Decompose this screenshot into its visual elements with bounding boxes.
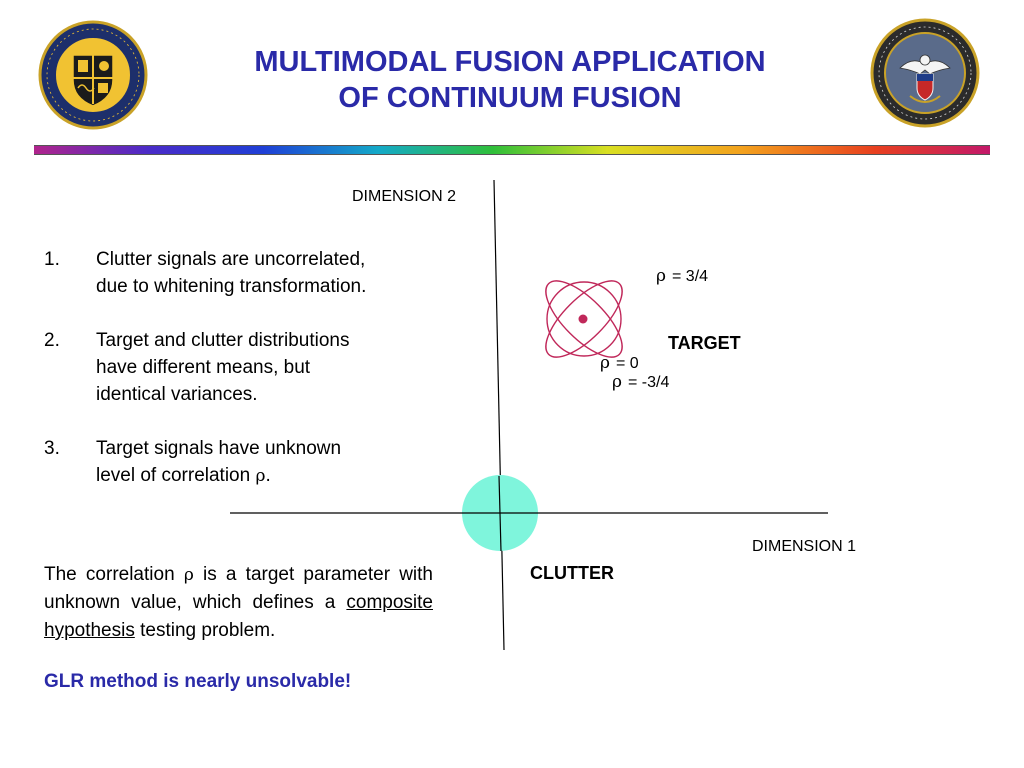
list-text: Target signals have unknown — [96, 438, 342, 459]
title-line-1: MULTIMODAL FUSION APPLICATION — [254, 46, 766, 78]
rho-value: = -3/4 — [628, 374, 670, 391]
paragraph-text: is a target parameter with unknown value… — [44, 564, 433, 613]
assumption-list: 1. Clutter signals are uncorrelated, due… — [44, 246, 434, 517]
rho-minus-3-4-label: ρ = -3/4 — [612, 372, 669, 392]
list-number: 2. — [44, 330, 60, 351]
list-item: 3. Target signals have unknown level of … — [44, 435, 434, 490]
rho-symbol: ρ — [255, 466, 266, 486]
list-text: have different means, but — [96, 357, 311, 378]
list-number: 3. — [44, 438, 60, 459]
list-number: 1. — [44, 249, 60, 270]
dimension-2-label: DIMENSION 2 — [352, 188, 457, 205]
clutter-label: CLUTTER — [530, 563, 614, 583]
slide-title: MULTIMODAL FUSION APPLICATION OF CONTINU… — [150, 44, 870, 116]
rho-3-4-label: ρ = 3/4 — [656, 266, 708, 286]
rainbow-divider — [34, 145, 990, 155]
glr-statement: GLR method is nearly unsolvable! — [44, 671, 352, 692]
list-text: level of correlation — [96, 465, 256, 486]
list-text: due to whitening transformation. — [96, 276, 367, 297]
dimension-1-label: DIMENSION 1 — [752, 538, 857, 555]
rho-value: = 0 — [616, 355, 639, 372]
navy-seal-icon — [870, 18, 980, 128]
rho-0-label: ρ = 0 — [600, 353, 639, 373]
list-text: Target and clutter distributions — [96, 330, 350, 351]
clutter-distribution — [462, 475, 538, 551]
paragraph-text: testing problem. — [134, 620, 276, 641]
nrl-seal-icon — [38, 20, 148, 130]
list-text: identical variances. — [96, 384, 258, 405]
rho-value: = 3/4 — [672, 268, 709, 285]
list-item: 2. Target and clutter distributions have… — [44, 327, 434, 408]
correlation-paragraph: The correlation ρ is a target parameter … — [44, 561, 433, 645]
title-line-2: OF CONTINUUM FUSION — [338, 82, 682, 114]
target-ellipse-rho-0 — [546, 281, 622, 357]
list-item: 1. Clutter signals are uncorrelated, due… — [44, 246, 434, 300]
list-text: Clutter signals are uncorrelated, — [96, 249, 366, 270]
dimension-2-axis — [493, 179, 505, 651]
paragraph-text: The correlation — [44, 564, 184, 585]
composite-hypothesis-term: composite hypothesis — [44, 592, 433, 641]
rho-symbol: ρ — [600, 353, 610, 373]
list-text: . — [265, 465, 271, 486]
rho-symbol: ρ — [656, 266, 666, 286]
rho-symbol: ρ — [183, 565, 194, 585]
rho-symbol: ρ — [612, 372, 622, 392]
target-mean-point — [578, 314, 588, 324]
target-label: TARGET — [668, 333, 741, 353]
